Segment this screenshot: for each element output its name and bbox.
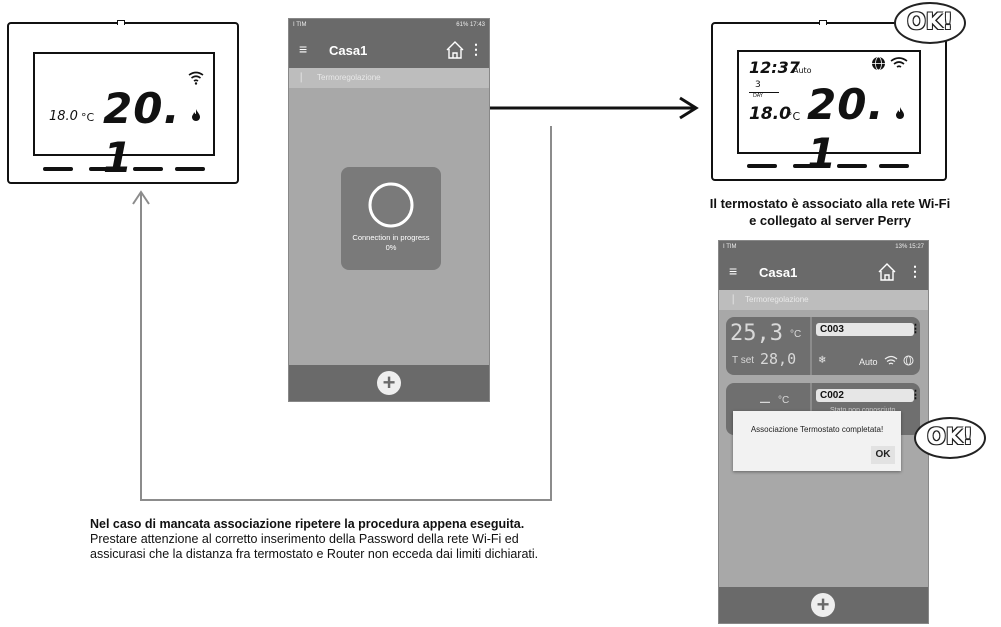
card-set-value: 28,0	[760, 350, 797, 368]
day-divider	[749, 92, 779, 93]
progress-ring-icon	[368, 182, 414, 228]
mode-label: Auto	[793, 66, 812, 75]
thermostat-button-4[interactable]	[175, 167, 205, 171]
wifi-icon	[188, 71, 204, 85]
card-temperature: –	[760, 391, 771, 411]
card-divider	[810, 383, 812, 435]
more-options-icon[interactable]: ⋮	[469, 41, 483, 57]
retry-arrow-head	[132, 190, 150, 205]
add-button[interactable]: +	[377, 371, 401, 395]
card-status: Stato non conosciuto	[830, 407, 895, 414]
more-options-icon[interactable]: ⋮	[908, 263, 922, 279]
thermostat-button-2[interactable]	[89, 167, 119, 171]
app-title: Casa1	[759, 265, 798, 280]
app-title: Casa1	[329, 43, 368, 58]
thermostat-display: 12:37 Auto 3 DAY 18.0 °C 20. 1	[737, 50, 921, 178]
wifi-icon	[884, 355, 898, 365]
thermostat-button-3[interactable]	[133, 167, 163, 171]
section-label: Termoregolazione	[745, 295, 809, 304]
temperature-value: 20. 1	[807, 80, 885, 178]
thermostat-card-c003[interactable]: 25,3 °C T set 28,0 C003 ⋮ ❄ Auto	[726, 317, 921, 375]
progress-text: Connection in progress	[352, 233, 430, 242]
app-bar: ≡ Casa1 ⋮	[719, 255, 928, 290]
temperature-value: 20. 1	[103, 84, 181, 182]
thermometer-icon: ❘	[297, 72, 306, 83]
completion-dialog: Associazione Termostato completata! OK	[733, 411, 901, 471]
card-set-label: T set	[732, 355, 755, 366]
flame-icon	[192, 109, 200, 121]
status-bar: I TIM 61% 17:43	[289, 19, 489, 33]
snowflake-icon: ❄	[818, 355, 827, 366]
battery-time: 13% 15:27	[895, 244, 924, 250]
clock-value: 12:37	[749, 58, 800, 77]
flame-icon	[896, 107, 904, 119]
globe-icon	[903, 355, 914, 366]
progress-percent: 0%	[385, 243, 397, 252]
association-caption-top: Il termostato è associato alla rete Wi-F…	[709, 196, 951, 211]
card-divider	[810, 317, 812, 375]
section-label: Termoregolazione	[317, 73, 381, 82]
ok-badge-bottom: OK!	[914, 417, 986, 459]
section-bar: ❘ Termoregolazione	[289, 68, 489, 88]
card-temperature-unit: °C	[790, 329, 802, 340]
dialog-ok-button[interactable]: OK	[871, 446, 895, 464]
phone-connecting: I TIM 61% 17:43 ≡ Casa1 ⋮ ❘ Termoregolaz…	[288, 18, 490, 402]
thermostat-notch	[819, 20, 827, 25]
battery-time: 61% 17:43	[456, 22, 485, 28]
wifi-icon	[890, 57, 908, 68]
thermostat-button-1[interactable]	[747, 164, 777, 168]
thermometer-icon: ❘	[729, 294, 738, 305]
card-name: C003	[816, 323, 914, 336]
retry-instructions: Nel caso di mancata associazione ripeter…	[90, 517, 630, 562]
bottom-bar: +	[719, 587, 928, 623]
card-temperature: 25,3	[730, 321, 783, 346]
thermostat-right: 12:37 Auto 3 DAY 18.0 °C 20. 1	[711, 20, 947, 181]
retry-line-2: assicurasi che la distanza fra termostat…	[90, 547, 539, 561]
success-line	[486, 106, 694, 110]
thermostat-button-1[interactable]	[43, 167, 73, 171]
bottom-bar: +	[289, 365, 489, 401]
card-menu-icon[interactable]: ⋮	[910, 323, 921, 335]
carrier-label: I TIM	[293, 22, 307, 28]
day-label: DAY	[753, 93, 763, 99]
thermostat-button-2[interactable]	[793, 164, 823, 168]
card-menu-icon[interactable]: ⋮	[910, 389, 921, 401]
app-bar: ≡ Casa1 ⋮	[289, 33, 489, 68]
thermostat-display: 18.0 °C 20. 1	[33, 52, 215, 182]
retry-loop-line	[140, 126, 552, 501]
setpoint-unit: °C	[81, 111, 95, 124]
completion-message: Associazione Termostato completata!	[750, 425, 884, 434]
day-number: 3	[755, 80, 761, 90]
thermostat-left: 18.0 °C 20. 1	[7, 20, 239, 184]
setpoint-unit: °C	[787, 110, 801, 123]
phone-completed: I TIM 13% 15:27 ≡ Casa1 ⋮ ❘ Termoregolaz…	[718, 240, 929, 624]
menu-icon[interactable]: ≡	[729, 263, 738, 279]
setpoint-value: 18.0	[49, 109, 78, 124]
add-button[interactable]: +	[811, 593, 835, 617]
globe-icon	[872, 56, 885, 71]
association-caption-bottom: e collegato al server Perry	[749, 213, 911, 228]
home-icon[interactable]	[445, 40, 465, 60]
card-temperature-unit: °C	[778, 395, 790, 406]
ok-badge-top: OK!	[894, 2, 966, 44]
thermostat-notch	[117, 20, 125, 25]
retry-line-1: Prestare attenzione al corretto inserime…	[90, 532, 519, 546]
home-icon[interactable]	[877, 262, 897, 282]
thermostat-button-4[interactable]	[879, 164, 909, 168]
success-arrow-head	[679, 96, 699, 120]
progress-dialog: Connection in progress 0%	[341, 167, 441, 270]
setpoint-value: 18.0	[749, 104, 791, 124]
card-mode: Auto	[859, 357, 878, 367]
retry-title: Nel caso di mancata associazione ripeter…	[90, 517, 525, 531]
thermostat-button-3[interactable]	[837, 164, 867, 168]
carrier-label: I TIM	[723, 244, 737, 250]
section-bar: ❘ Termoregolazione	[719, 290, 928, 310]
menu-icon[interactable]: ≡	[299, 41, 308, 57]
card-name: C002	[816, 389, 914, 402]
status-bar: I TIM 13% 15:27	[719, 241, 928, 255]
